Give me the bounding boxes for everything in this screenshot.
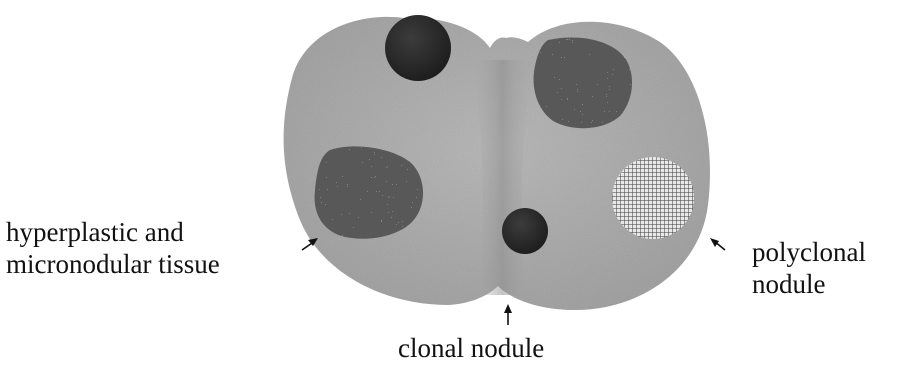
arrow-polyclonal <box>710 238 725 250</box>
dark-nodule-top <box>385 15 451 81</box>
label-hyperplastic-micronodular: hyperplastic and micronodular tissue <box>6 216 220 280</box>
label-hyperplastic-line1: hyperplastic and <box>6 216 220 248</box>
clonal-nodule <box>502 208 548 254</box>
label-polyclonal-line1: polyclonal <box>752 236 866 268</box>
label-polyclonal-line2: nodule <box>752 268 866 300</box>
arrow-clonal <box>504 304 512 325</box>
hyperplastic-tissue-region <box>315 146 424 238</box>
micronodular-region-top-right <box>534 37 633 128</box>
label-clonal-nodule: clonal nodule <box>398 332 544 364</box>
polyclonal-nodule <box>612 157 694 239</box>
label-hyperplastic-line2: micronodular tissue <box>6 248 220 280</box>
label-polyclonal-nodule: polyclonal nodule <box>752 236 866 300</box>
